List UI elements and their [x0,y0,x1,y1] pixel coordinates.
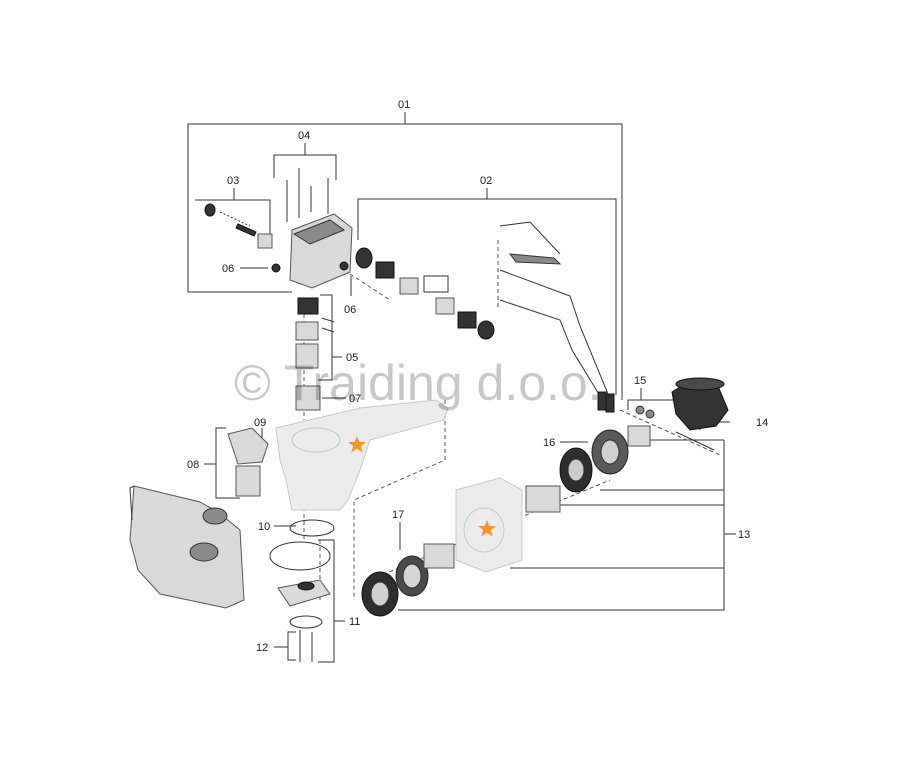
label-03: 03 [227,175,239,187]
part-05-piston [295,297,335,411]
label-08: 08 [187,459,199,471]
label-15: 15 [634,375,646,387]
bracket-03 [195,188,271,235]
bracket-11 [318,539,345,663]
label-14: 14 [756,417,768,429]
label-07: 07 [349,393,361,405]
label-12: 12 [256,642,268,654]
bracket-08 [204,427,240,499]
part-02-assembly [355,247,495,340]
part-03-plunger [204,203,273,249]
hitch-plate [129,485,245,609]
part-15-fitting [627,405,715,451]
part-14-cap [671,377,729,431]
part-12-bolts [289,615,323,662]
part-10-ring [289,519,335,537]
label-05: 05 [346,352,358,364]
label-13: 13 [738,529,750,541]
label-06-right: 06 [344,304,356,316]
label-01: 01 [398,99,410,111]
valve-body [271,168,353,289]
star-icon [348,436,366,453]
part-13-ring [525,447,593,513]
bracket-02 [357,188,617,395]
bracket-05 [318,294,342,381]
part-17-rings [361,543,455,617]
label-17: 17 [392,509,404,521]
label-11: 11 [349,616,360,628]
star-icon [478,520,496,537]
flange-housing [455,477,523,573]
watermark: © Traiding d.o.o. [234,355,602,411]
label-04: 04 [298,130,310,142]
part-16-ring [591,429,629,475]
label-10: 10 [258,521,270,533]
bracket-04 [273,143,337,180]
part-11-plate [269,541,331,607]
part-02-cables [499,221,615,413]
label-06-left: 06 [222,263,234,275]
label-02: 02 [480,175,492,187]
gearbox-housing [275,399,449,511]
bracket-12 [274,631,296,661]
part-09-frame [227,427,269,497]
label-16: 16 [543,437,555,449]
label-09: 09 [254,417,266,429]
bracket-01 [187,112,623,400]
